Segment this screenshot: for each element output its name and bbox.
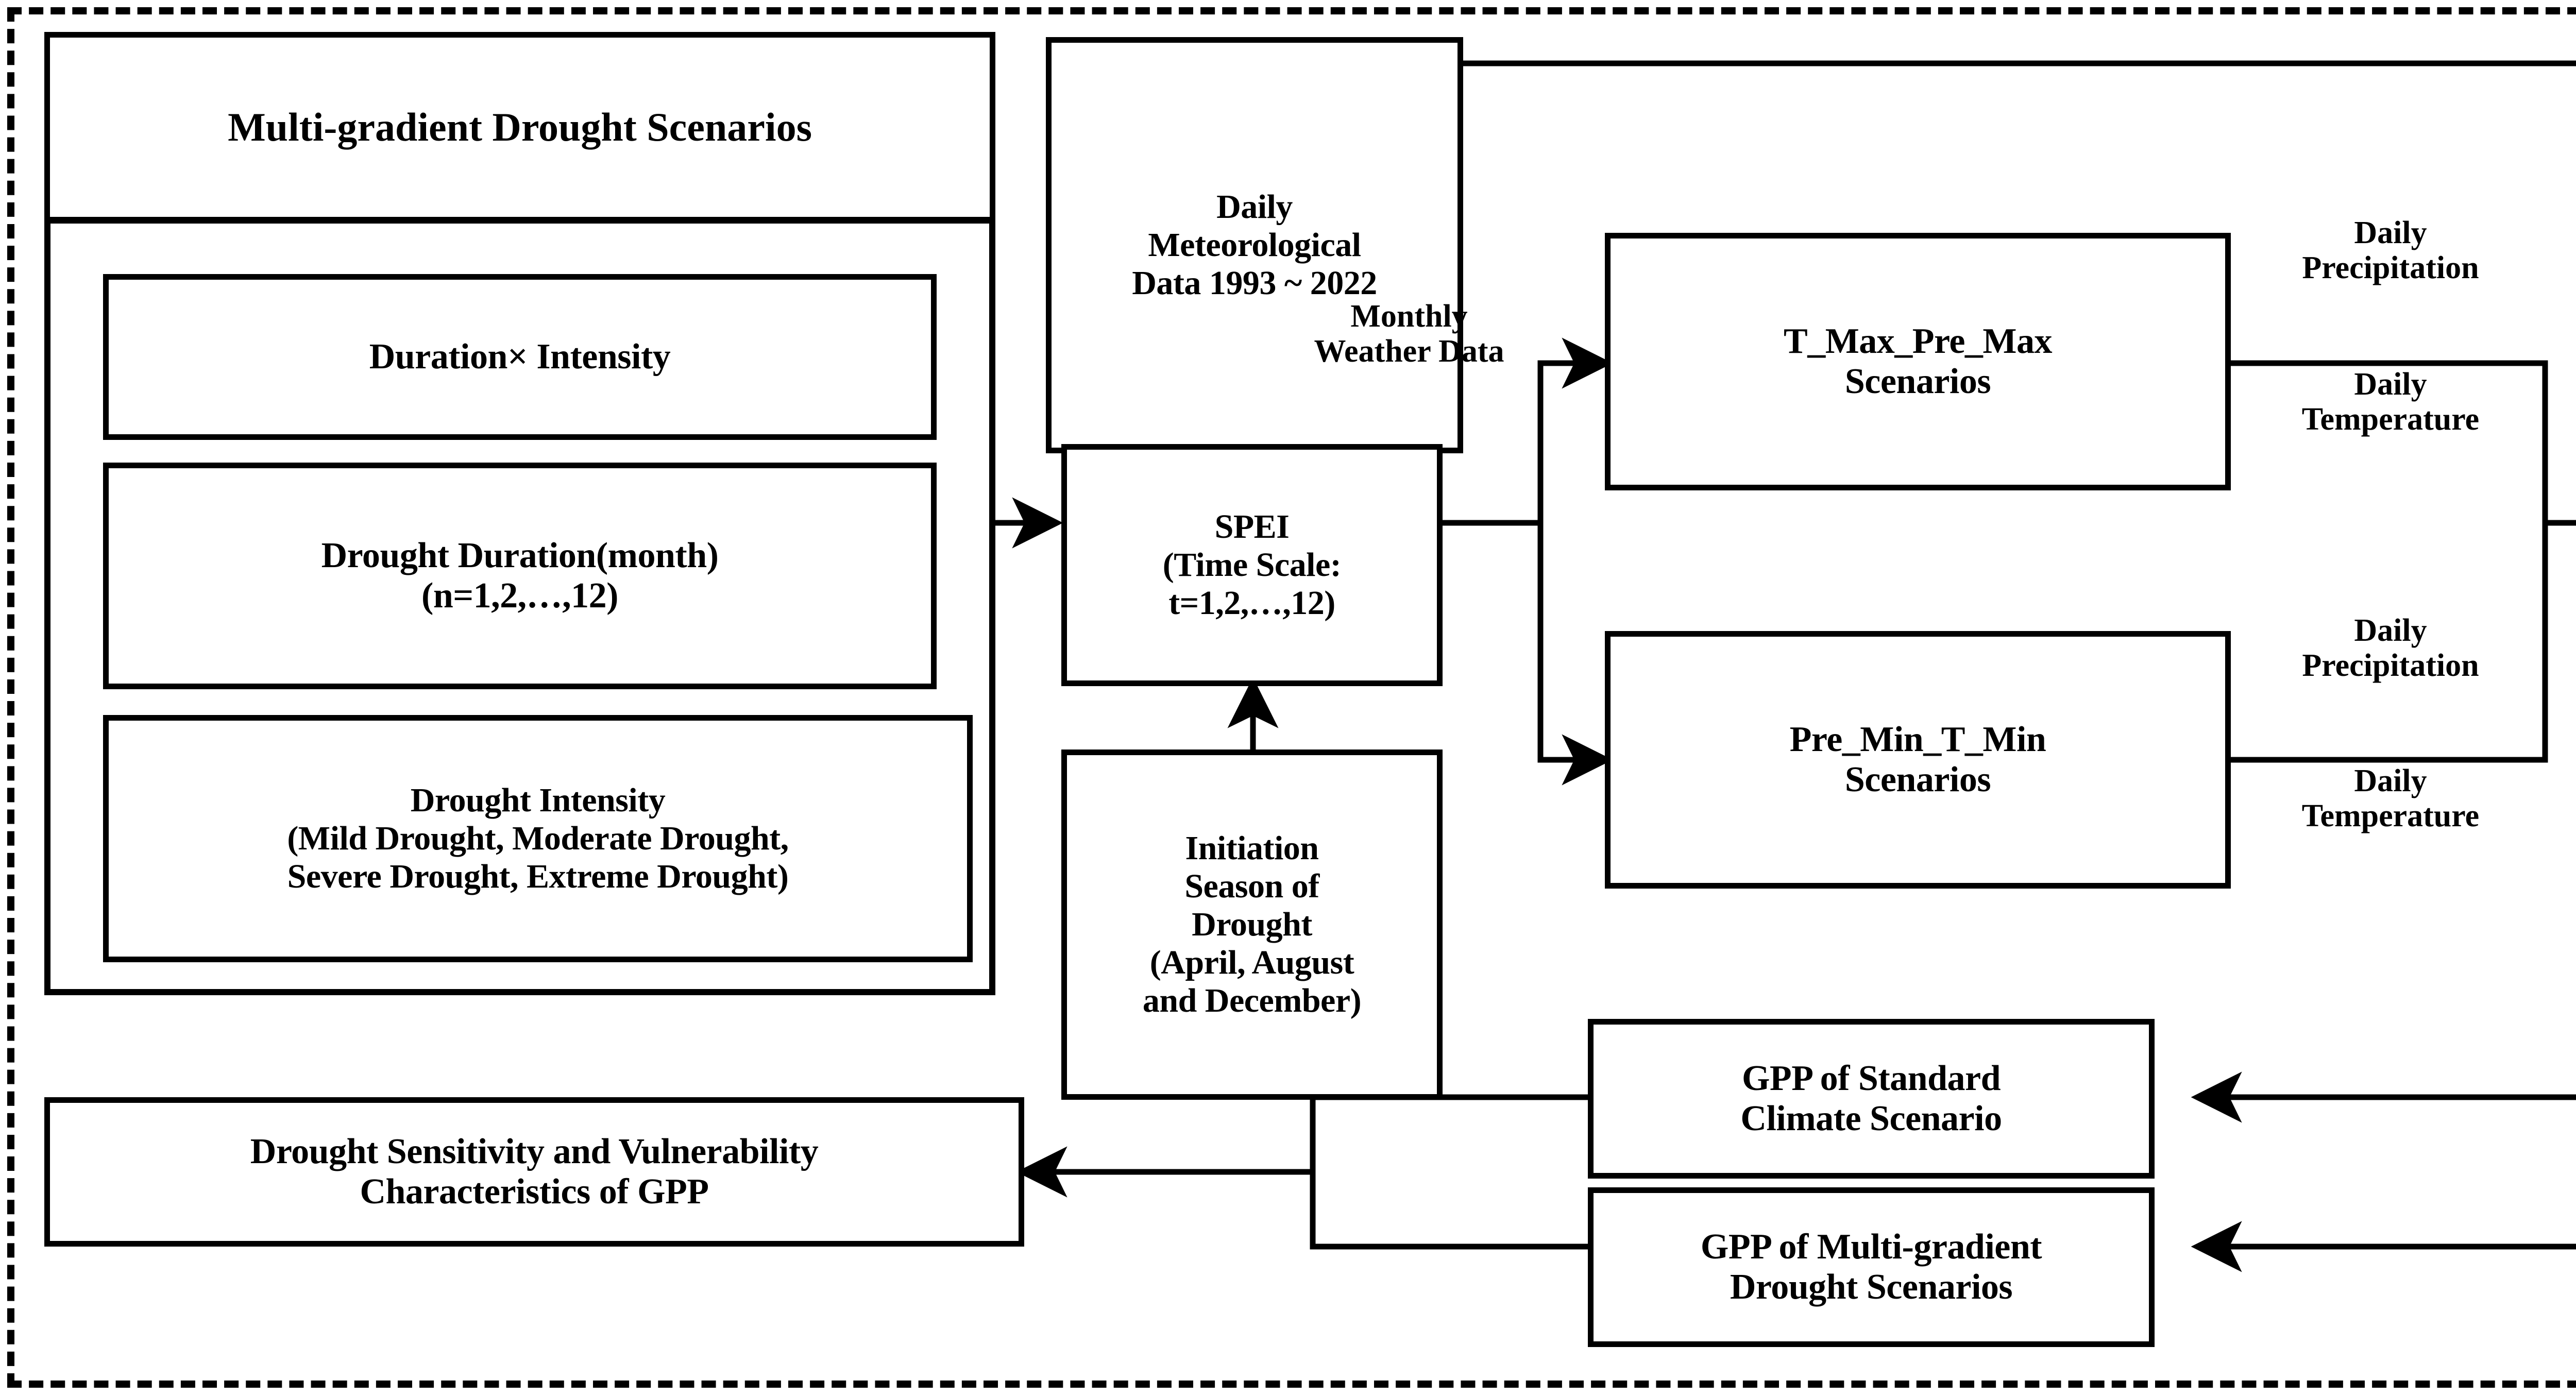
node-daily-meteorological-data-label: Daily Meteorological Data 1993 ~ 2022 [1132, 188, 1377, 302]
node-drought-duration: Drought Duration(month) (n=1,2,…,12) [103, 463, 937, 689]
node-drought-intensity-label: Drought Intensity (Mild Drought, Moderat… [287, 781, 789, 895]
edge-label-daily-precipitation-bottom: Daily Precipitation [2302, 613, 2479, 684]
node-spei-label: SPEI (Time Scale: t=1,2,…,12) [1162, 508, 1342, 622]
edge-label-monthly-weather-data: Monthly Weather Data [1314, 299, 1504, 369]
node-initiation-season-label: Initiation Season of Drought (April, Aug… [1142, 829, 1362, 1019]
node-gpp-standard-climate-label: GPP of Standard Climate Scenario [1740, 1058, 2002, 1138]
node-drought-intensity: Drought Intensity (Mild Drought, Moderat… [103, 715, 973, 962]
node-spei: SPEI (Time Scale: t=1,2,…,12) [1061, 444, 1443, 686]
edge-label-mean-daily-weather-data: Mean_Daily Weather Data [2555, 304, 2576, 374]
node-t-max-pre-max-scenarios-label: T_Max_Pre_Max Scenarios [1784, 321, 2052, 401]
node-gpp-standard-climate: GPP of Standard Climate Scenario [1588, 1019, 2155, 1179]
node-gpp-multi-gradient-label: GPP of Multi-gradient Drought Scenarios [1700, 1226, 2042, 1307]
node-drought-duration-label: Drought Duration(month) (n=1,2,…,12) [321, 535, 719, 616]
node-pre-min-t-min-scenarios-label: Pre_Min_T_Min Scenarios [1789, 719, 2046, 799]
panel-title-multi-gradient-label: Multi-gradient Drought Scenarios [228, 104, 812, 149]
node-t-max-pre-max-scenarios: T_Max_Pre_Max Scenarios [1605, 233, 2231, 490]
edge-label-daily-temperature-bottom: Daily Temperature [2301, 763, 2480, 834]
node-duration-intensity: Duration× Intensity [103, 274, 937, 440]
panel-title-multi-gradient: Multi-gradient Drought Scenarios [44, 32, 995, 224]
node-drought-sensitivity-label: Drought Sensitivity and Vulnerability Ch… [250, 1131, 819, 1212]
node-pre-min-t-min-scenarios: Pre_Min_T_Min Scenarios [1605, 631, 2231, 889]
node-daily-meteorological-data: Daily Meteorological Data 1993 ~ 2022 [1046, 37, 1463, 453]
edge-label-daily-precipitation-top: Daily Precipitation [2302, 215, 2479, 286]
node-gpp-multi-gradient: GPP of Multi-gradient Drought Scenarios [1588, 1187, 2155, 1347]
diagram-dashed-border [7, 7, 2576, 1388]
node-duration-intensity-label: Duration× Intensity [369, 336, 671, 377]
edge-label-daily-temperature-top: Daily Temperature [2301, 367, 2480, 437]
node-drought-sensitivity: Drought Sensitivity and Vulnerability Ch… [44, 1097, 1024, 1247]
node-initiation-season: Initiation Season of Drought (April, Aug… [1061, 749, 1443, 1100]
